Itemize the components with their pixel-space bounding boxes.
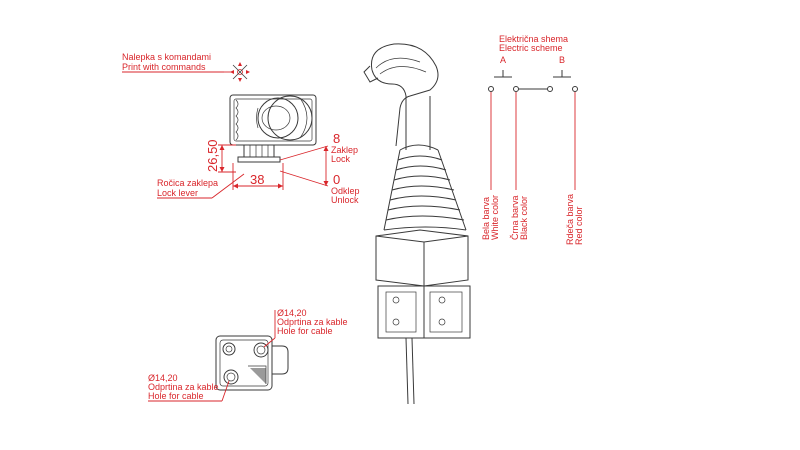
- joystick-trigger: [363, 65, 379, 83]
- lever-leader: [211, 173, 245, 199]
- hole-bottom-label-en: Hole for cable: [148, 391, 204, 401]
- print-label-sl: Nalepka s komandami: [122, 52, 211, 62]
- unlock-position-line: [279, 170, 329, 187]
- wire-red-label-en: Red color: [574, 206, 584, 245]
- unlock-label-en: Unlock: [331, 195, 359, 205]
- lock-label-en: Lock: [331, 154, 351, 164]
- contact-b-label: B: [559, 55, 565, 65]
- bellows-top: [399, 144, 439, 151]
- mounting-hole-top-left: [222, 342, 236, 356]
- hole-bottom-label-sl: Odprtina za kable: [148, 382, 219, 392]
- terminal-white: [488, 86, 494, 92]
- hole-top-label-en: Hole for cable: [277, 326, 333, 336]
- cable-hole-top: [253, 342, 269, 358]
- terminal-common: [547, 86, 553, 92]
- electric-scheme: Električna shema Electric scheme A B Bel…: [481, 34, 584, 245]
- wire-black-label-en: Black color: [519, 196, 529, 240]
- command-sticker-icon: [230, 62, 250, 82]
- bottom-view-shaded-corner: [250, 368, 266, 384]
- width-dimension-label: 38: [250, 172, 264, 187]
- lock-position-line: [279, 145, 329, 161]
- bottom-view-housing: [215, 335, 273, 391]
- bottom-view-tab: [272, 345, 289, 375]
- lock-label-sl: Zaklep: [331, 145, 358, 155]
- wire-white-label-en: White color: [490, 195, 500, 240]
- wire-black-label-sl: Črna barva: [510, 195, 520, 240]
- terminal-red: [572, 86, 578, 92]
- contact-a-label: A: [500, 55, 506, 65]
- bottom-view: Ø14,20 Odprtina za kable Hole for cable …: [148, 308, 348, 402]
- wire-white-label-sl: Bela barva: [481, 197, 491, 240]
- lock-value: 8: [333, 131, 340, 146]
- hole-top-diameter: Ø14,20: [277, 308, 307, 318]
- joystick-handle-grip: [370, 43, 439, 147]
- hole-top-label-sl: Odprtina za kable: [277, 317, 348, 327]
- lever-label-en: Lock lever: [157, 188, 198, 198]
- height-dimension-label: 26,50: [205, 139, 220, 172]
- hole-bottom-diameter: Ø14,20: [148, 373, 178, 383]
- hole-bottom-leader: [221, 380, 230, 402]
- joystick-body: [363, 43, 471, 405]
- unlock-label-sl: Odklep: [331, 186, 360, 196]
- cable-hole-bottom: [223, 369, 239, 385]
- wire-red-label-sl: Rdeča barva: [565, 194, 575, 245]
- lever-connector: [243, 144, 275, 158]
- print-label-en: Print with commands: [122, 62, 206, 72]
- joystick-cable: [405, 337, 409, 405]
- terminal-black: [513, 86, 519, 92]
- scheme-title-en: Electric scheme: [499, 43, 563, 53]
- scheme-title-sl: Električna shema: [499, 34, 568, 44]
- joystick-housing: [375, 229, 469, 287]
- lever-knob: [267, 95, 313, 141]
- lever-label-sl: Ročica zaklepa: [157, 178, 218, 188]
- lock-lever-detail: Nalepka s komandami Print with commands: [122, 52, 360, 205]
- unlock-value: 0: [333, 172, 340, 187]
